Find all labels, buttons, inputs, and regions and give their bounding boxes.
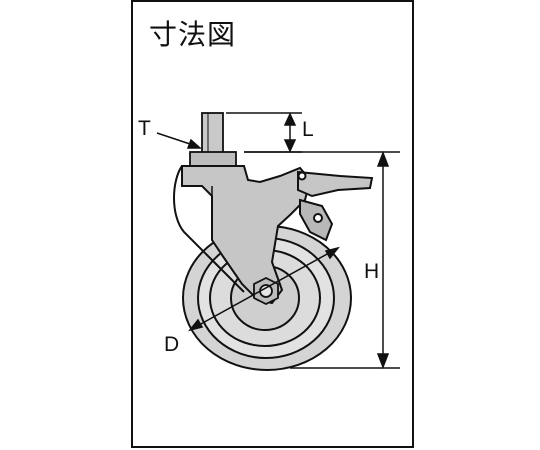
length-dimension xyxy=(226,112,302,153)
swivel-yoke xyxy=(173,165,312,305)
height-label: H xyxy=(364,260,380,283)
brake-lever xyxy=(297,170,374,242)
hex-nut xyxy=(189,151,237,167)
axle xyxy=(253,276,279,306)
drawing-border xyxy=(131,0,414,448)
diameter-dimension-line xyxy=(188,246,340,332)
thread-leader-arrow xyxy=(156,132,202,149)
thread-label: T xyxy=(138,117,151,140)
page-title: 寸法図 xyxy=(149,18,237,51)
diameter-label: D xyxy=(164,333,180,356)
height-dimension xyxy=(244,150,400,370)
stem-bolt xyxy=(201,112,224,154)
length-label: L xyxy=(302,118,314,141)
